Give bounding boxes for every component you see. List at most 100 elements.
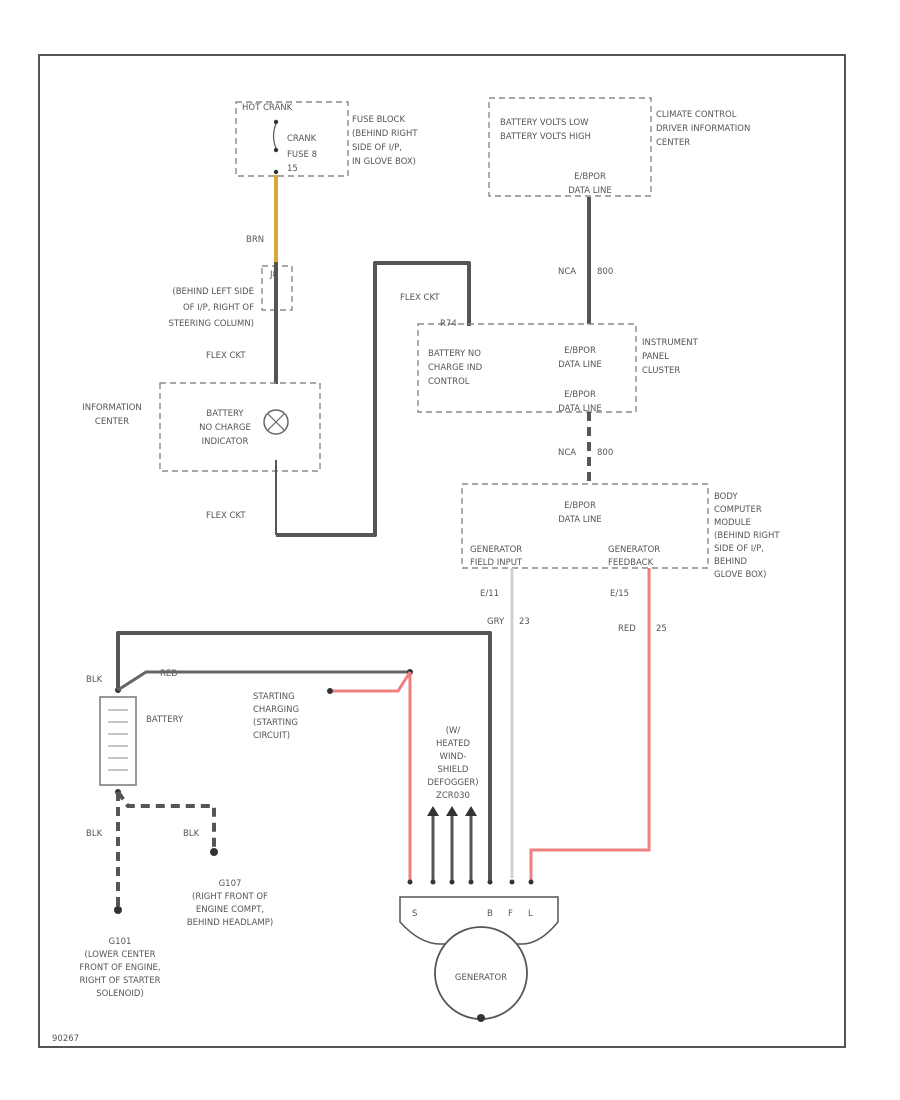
g101-3: RIGHT OF STARTER — [79, 976, 160, 986]
bcm-title-2: COMPUTER — [714, 505, 762, 515]
cluster-title-3: CLUSTER — [642, 366, 680, 376]
info-center-title-1: INFORMATION — [82, 403, 142, 413]
fuse-label-line1: CRANK — [287, 134, 317, 144]
battery-wire-right: BLK — [183, 829, 200, 839]
fuse-amps: 15 — [287, 164, 298, 174]
g107-id: G107 — [219, 879, 242, 889]
battery-wire-top: BLK — [86, 675, 103, 685]
battery-volts-high: BATTERY VOLTS HIGH — [500, 132, 591, 142]
wire-nca-1-circuit: 800 — [597, 267, 613, 277]
battery-wire-top2: RED — [160, 669, 178, 679]
instrument-panel-cluster: R74 BATTERY NO CHARGE IND CONTROL E/BPOR… — [417, 319, 699, 414]
bcm-gen-field-2: FIELD INPUT — [470, 558, 523, 568]
bcm-title-6: BEHIND — [714, 557, 747, 567]
bcm-gen-field-1: GENERATOR — [470, 545, 522, 555]
generator-label: GENERATOR — [455, 973, 507, 983]
cluster-data-2: DATA LINE — [558, 360, 602, 370]
j8-loc-1: (BEHIND LEFT SIDE — [172, 287, 254, 297]
cluster-inner-2: CHARGE IND — [428, 363, 483, 373]
battery-volts-low: BATTERY VOLTS LOW — [500, 118, 589, 128]
body-computer-module: E/BPOR DATA LINE GENERATOR FIELD INPUT G… — [461, 483, 780, 580]
fuse-block-loc-1: FUSE BLOCK — [352, 115, 405, 125]
gen-term-b: B — [487, 909, 493, 919]
g101-id: G101 — [109, 937, 132, 947]
wire-battery-to-junction — [117, 670, 410, 692]
cluster-inner-3: CONTROL — [428, 377, 470, 387]
bcm-title-3: MODULE — [714, 518, 751, 528]
wire-nca-2-color: NCA — [558, 448, 576, 458]
starting-1: STARTING — [253, 692, 295, 702]
climate-control-dic: BATTERY VOLTS LOW BATTERY VOLTS HIGH E/B… — [488, 97, 750, 197]
flex-ckt-label-3: FLEX CKT — [400, 293, 440, 303]
bcm-gen-feedback-2: FEEDBACK — [608, 558, 654, 568]
wire-feedback-pin: E/15 — [610, 589, 629, 599]
fuse-label-line2: FUSE 8 — [287, 150, 317, 160]
cluster-data2-1: E/BPOR — [564, 390, 596, 400]
j8-id: J8 — [269, 270, 278, 280]
defogger-4: SHIELD — [438, 765, 469, 775]
fuse-block-loc-4: IN GLOVE BOX) — [352, 157, 416, 167]
flex-ckt-label-1: FLEX CKT — [206, 351, 246, 361]
fuse-block-loc-3: SIDE OF I/P, — [352, 143, 402, 153]
defogger-2: HEATED — [436, 739, 470, 749]
fuse-icon — [272, 123, 277, 149]
g107-3: BEHIND HEADLAMP) — [187, 918, 273, 928]
wire-brn-label: BRN — [246, 235, 264, 245]
defogger-connection: (W/ HEATED WIND- SHIELD DEFOGGER) ZCR030 — [427, 726, 479, 880]
defogger-1: (W/ — [446, 726, 461, 736]
climate-title-3: CENTER — [656, 138, 690, 148]
climate-title-2: DRIVER INFORMATION — [656, 124, 750, 134]
wire-starting-red — [330, 671, 412, 693]
wire-field-circuit: 23 — [519, 617, 530, 627]
generator: S B F L GENERATOR — [399, 879, 559, 1022]
wire-field-color: GRY — [487, 617, 505, 627]
battery-label: BATTERY — [146, 715, 184, 725]
climate-data-line-2: DATA LINE — [568, 186, 612, 196]
g101-4: SOLENOID) — [96, 989, 144, 999]
cluster-pin: R74 — [440, 319, 457, 329]
j8-loc-3: STEERING COLUMN) — [168, 319, 254, 329]
indicator-line1: BATTERY — [206, 409, 244, 419]
cluster-inner-1: BATTERY NO — [428, 349, 481, 359]
g101-2: FRONT OF ENGINE, — [79, 963, 160, 973]
flex-ckt-label-2: FLEX CKT — [206, 511, 246, 521]
figure-id: 90267 — [52, 1034, 79, 1044]
info-center-title-2: CENTER — [95, 417, 129, 427]
bcm-gen-feedback-1: GENERATOR — [608, 545, 660, 555]
defogger-5: DEFOGGER) — [427, 778, 478, 788]
bcm-data-1: E/BPOR — [564, 501, 596, 511]
wire-field-pin: E/11 — [480, 589, 499, 599]
wire-flex-to-cluster — [276, 261, 471, 537]
defogger-6: ZCR030 — [436, 791, 470, 801]
g107-2: ENGINE COMPT, — [196, 905, 264, 915]
climate-data-line-1: E/BPOR — [574, 172, 606, 182]
wire-gen-feedback — [529, 568, 651, 880]
diagram-frame — [38, 54, 846, 1048]
defogger-3: WIND- — [440, 752, 467, 762]
cluster-data2-2: DATA LINE — [558, 404, 602, 414]
indicator-lamp-icon — [263, 409, 289, 435]
j8-loc-2: OF I/P, RIGHT OF — [183, 303, 254, 313]
gen-term-l: L — [528, 909, 533, 919]
indicator-line3: INDICATOR — [202, 437, 249, 447]
bcm-title-4: (BEHIND RIGHT — [714, 531, 780, 541]
cluster-title-1: INSTRUMENT — [642, 338, 699, 348]
bcm-title-1: BODY — [714, 492, 738, 502]
cluster-title-2: PANEL — [642, 352, 669, 362]
gen-term-f: F — [508, 909, 513, 919]
g107-1: (RIGHT FRONT OF — [192, 892, 268, 902]
bcm-title-5: SIDE OF I/P, — [714, 544, 764, 554]
hot-crank-label: HOT CRANK — [242, 103, 293, 113]
battery-wire-left: BLK — [86, 829, 103, 839]
wire-feedback-circuit: 25 — [656, 624, 667, 634]
wire-ground-g107 — [116, 790, 216, 852]
g101-1: (LOWER CENTER — [85, 950, 156, 960]
starting-4: CIRCUIT) — [253, 731, 290, 741]
battery: BATTERY BLK RED — [86, 669, 184, 786]
fuse-block: HOT CRANK CRANK FUSE 8 15 FUSE BLOCK (BE… — [235, 101, 418, 177]
gen-term-s: S — [412, 909, 417, 919]
j8-connector: J8 (BEHIND LEFT SIDE OF I/P, RIGHT OF ST… — [168, 265, 293, 329]
wire-nca-1-color: NCA — [558, 267, 576, 277]
starting-3: (STARTING — [253, 718, 298, 728]
